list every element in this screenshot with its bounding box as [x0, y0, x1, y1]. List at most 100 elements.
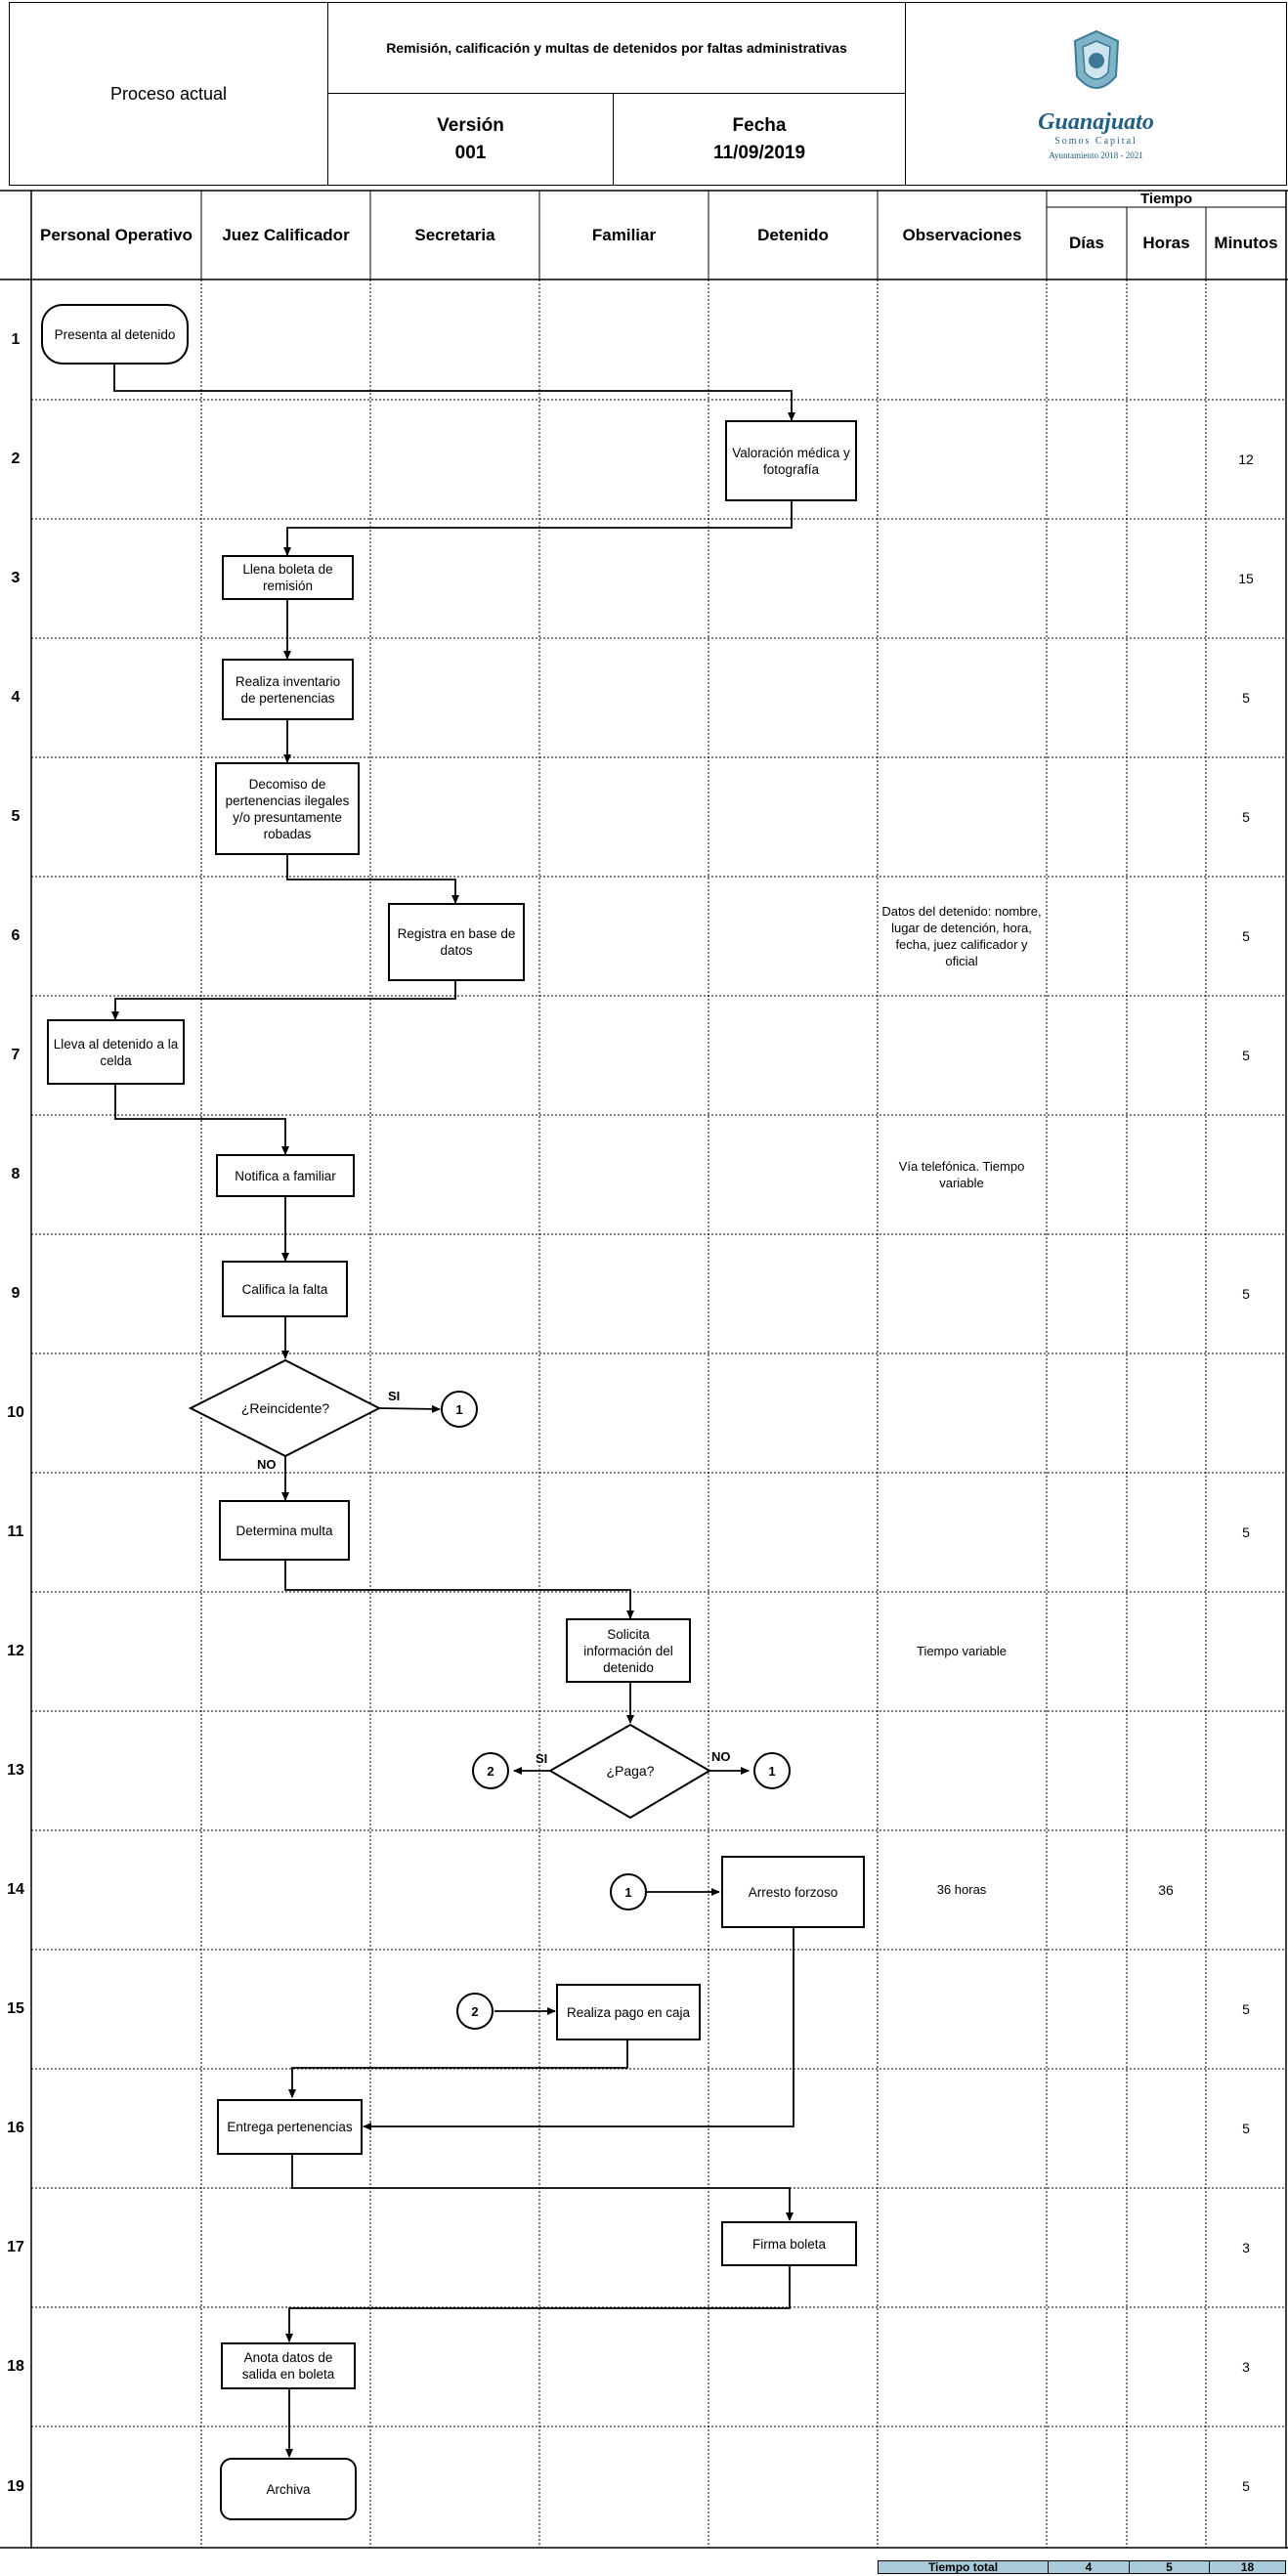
row-number: 10 — [7, 1404, 24, 1421]
connector-circle: 1 — [753, 1752, 791, 1789]
col-dias: Días — [1069, 234, 1104, 252]
logo-caption: Ayuntamiento 2018 - 2021 — [1049, 150, 1143, 160]
col-observaciones: Observaciones — [902, 225, 1022, 244]
arrow-1-2 — [113, 365, 795, 421]
minutes-value: 3 — [1242, 2359, 1250, 2375]
minutes-value: 5 — [1242, 2478, 1250, 2494]
row-number: 14 — [7, 1881, 24, 1898]
arrow-11-12 — [284, 1561, 634, 1619]
connector-circle: 2 — [472, 1752, 509, 1789]
row-number: 8 — [11, 1166, 21, 1182]
node-determina-multa: Determina multa — [219, 1500, 350, 1561]
arrow-15-16 — [288, 2039, 628, 2098]
process-label: Proceso actual — [109, 83, 228, 104]
node-inventario: Realiza inventario de pertenencias — [222, 659, 354, 720]
observation-text: Datos del detenido: nombre, lugar de det… — [881, 904, 1042, 968]
node-decomiso: Decomiso de pertenencias ilegales y/o pr… — [215, 762, 360, 855]
node-califica-falta: Califica la falta — [222, 1261, 348, 1317]
arrow-10-si — [377, 1404, 441, 1413]
row-number: 2 — [11, 451, 21, 467]
node-lleva-celda: Lleva al detenido a la celda — [47, 1019, 185, 1085]
row-number: 4 — [11, 689, 21, 706]
node-llena-boleta: Llena boleta de remisión — [222, 555, 354, 600]
total-label: Tiempo total — [879, 2560, 1049, 2574]
row-number: 9 — [11, 1285, 21, 1302]
node-firma-boleta: Firma boleta — [721, 2221, 857, 2266]
minutes-value: 5 — [1242, 809, 1250, 825]
row-number: 11 — [7, 1524, 24, 1540]
version-value: 001 — [454, 142, 487, 163]
connector-circle: 1 — [441, 1391, 478, 1428]
minutes-value: 5 — [1242, 2121, 1250, 2136]
arrow-14-16 — [363, 1927, 794, 2130]
logo-sub-text: Somos Capital — [1054, 136, 1138, 147]
arrow-6-7 — [111, 981, 456, 1020]
row-number: 16 — [7, 2120, 24, 2136]
date-label: Fecha — [732, 114, 787, 136]
minutes-value: 5 — [1242, 1286, 1250, 1302]
logo-cell: Guanajuato Somos Capital Ayuntamiento 20… — [905, 2, 1287, 186]
arrow-16-17 — [291, 2155, 794, 2221]
node-notifica-familiar: Notifica a familiar — [216, 1154, 355, 1197]
version-label: Versión — [437, 114, 504, 136]
decision-paga: ¿Paga? — [606, 1763, 655, 1779]
observation-text: Tiempo variable — [916, 1644, 1007, 1658]
date-value: 11/09/2019 — [712, 142, 806, 163]
minutes-value: 3 — [1242, 2240, 1250, 2255]
total-dias: 4 — [1049, 2560, 1130, 2574]
col-minutos: Minutos — [1214, 234, 1278, 252]
connector-circle: 1 — [610, 1873, 647, 1911]
node-realiza-pago: Realiza pago en caja — [556, 1984, 701, 2040]
logo-main-text: Guanajuato — [1038, 109, 1154, 135]
node-solicita-informacion: Solicita información del detenido — [566, 1618, 691, 1683]
total-row: Tiempo total 4 5 18 — [878, 2560, 1286, 2574]
arrow-2-3 — [283, 500, 793, 556]
hours-value: 36 — [1158, 1882, 1174, 1898]
node-arresto-forzoso: Arresto forzoso — [721, 1856, 865, 1928]
col-juez-calificador: Juez Calificador — [222, 225, 350, 244]
row-number: 1 — [11, 330, 21, 348]
row-number: 7 — [11, 1047, 21, 1063]
document-title: Remisión, calificación y multas de deten… — [386, 40, 847, 56]
col-horas: Horas — [1142, 234, 1190, 252]
minutes-value: 5 — [1242, 1524, 1250, 1540]
col-familiar: Familiar — [591, 225, 657, 244]
branch-label-no: NO — [711, 1749, 731, 1764]
node-valoracion-medica: Valoración médica y fotografía — [725, 420, 857, 501]
node-archiva: Archiva — [220, 2458, 357, 2520]
node-anota-datos: Anota datos de salida en boleta — [221, 2342, 356, 2389]
branch-label-no: NO — [257, 1457, 277, 1472]
node-registra-base: Registra en base de datos — [388, 903, 525, 981]
row-number: 17 — [7, 2239, 24, 2255]
row-number: 3 — [11, 570, 21, 586]
node-presenta-detenido: Presenta al detenido — [41, 304, 189, 365]
total-horas: 5 — [1130, 2560, 1210, 2574]
arrow-17-18 — [285, 2266, 791, 2342]
minutes-value: 12 — [1238, 451, 1254, 467]
connector-circle: 2 — [456, 1993, 494, 2030]
minutes-value: 5 — [1242, 1048, 1250, 1063]
minutes-value: 15 — [1238, 571, 1254, 586]
row-number: 15 — [7, 2000, 24, 2017]
minutes-value: 5 — [1242, 2001, 1250, 2017]
col-detenido: Detenido — [757, 225, 829, 244]
row-number: 12 — [7, 1643, 24, 1659]
total-minutos: 18 — [1240, 2560, 1255, 2574]
city-seal-icon — [1073, 29, 1119, 89]
row-number: 19 — [7, 2478, 24, 2495]
col-tiempo: Tiempo — [1139, 191, 1193, 207]
col-personal-operativo: Personal Operativo — [40, 225, 193, 244]
arrow-7-8 — [114, 1085, 289, 1155]
arrow-5-6 — [286, 855, 459, 904]
minutes-value: 5 — [1242, 690, 1250, 706]
col-secretaria: Secretaria — [414, 225, 495, 244]
branch-label-si: SI — [536, 1751, 548, 1766]
branch-label-si: SI — [388, 1389, 401, 1403]
row-number: 18 — [7, 2358, 24, 2375]
observation-text: 36 horas — [936, 1882, 987, 1897]
row-number: 5 — [11, 808, 21, 825]
node-entrega-pertenencias: Entrega pertenencias — [217, 2099, 363, 2155]
row-number: 6 — [11, 927, 21, 944]
minutes-value: 5 — [1242, 928, 1250, 944]
